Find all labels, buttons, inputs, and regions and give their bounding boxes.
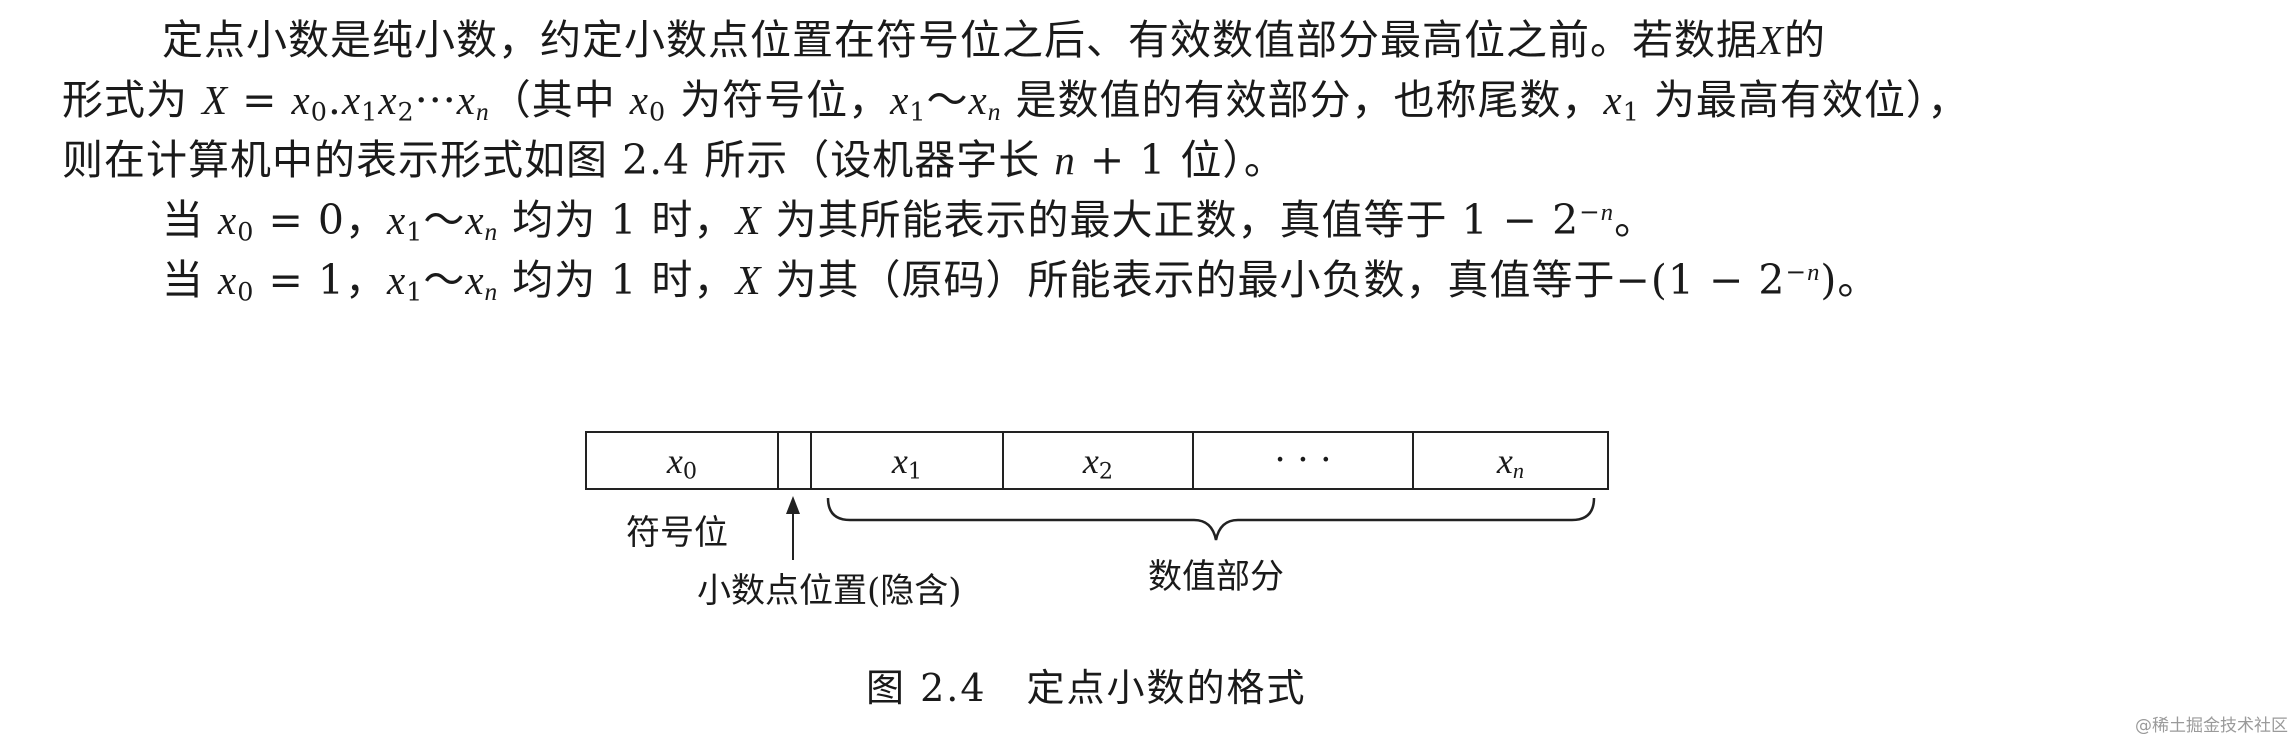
exp-neg-n-5: −n	[1785, 257, 1821, 287]
line4-a: 当	[162, 196, 204, 244]
figure-caption: 图 2.4 定点小数的格式	[866, 666, 1307, 710]
paragraph-line-1: 定点小数是纯小数，约定小数点位置在符号位之后、有效数值部分最高位之前。若数据X的	[162, 14, 1826, 66]
value-part-label: 数值部分	[1148, 557, 1284, 597]
var-x1: x1	[1603, 77, 1640, 127]
line4-b: = 0，	[268, 196, 387, 244]
var-x-5: X	[735, 257, 762, 303]
paragraph-line-3: 则在计算机中的表示形式如图 2.4 所示（设机器字长 n + 1 位）。	[62, 134, 1286, 186]
line2-c: 为符号位，	[680, 76, 891, 124]
line2-b: （其中	[489, 76, 616, 124]
sign-bit-label: 符号位	[626, 513, 728, 553]
var-x0: x0	[629, 77, 667, 127]
exp-neg-n-4: −n	[1579, 197, 1615, 227]
line5-e: )。	[1820, 256, 1880, 304]
line1-text: 定点小数是纯小数，约定小数点位置在符号位之后、有效数值部分最高位之前。若数据	[162, 16, 1758, 64]
var-x0-4: x0	[218, 197, 255, 247]
line4-e: 。	[1614, 196, 1657, 244]
line1-end: 的	[1784, 16, 1827, 64]
range-4: x1～xn	[386, 196, 499, 247]
line5-d: 为其（原码）所能表示的最小负数，真值等于−(1 − 2	[775, 256, 1786, 304]
line5-b: = 1，	[268, 256, 387, 304]
line4-d: 为其所能表示的最大正数，真值等于 1 − 2	[775, 196, 1580, 244]
line2-d: 是数值的有效部分，也称尾数，	[1015, 76, 1604, 124]
line4-c: 均为 1 时，	[512, 196, 736, 244]
cell-xn: xn	[1412, 431, 1609, 490]
line5-c: 均为 1 时，	[512, 256, 736, 304]
formula-x-def: X = x0.x1x2···xn	[202, 76, 490, 127]
paragraph-line-4: 当 x0 = 0，x1～xn 均为 1 时，X 为其所能表示的最大正数，真值等于…	[162, 194, 1656, 246]
watermark: @稀土掘金技术社区	[2135, 716, 2288, 736]
value-brace	[826, 497, 1596, 541]
cell-x2: x2	[1002, 431, 1194, 490]
paragraph-line-2: 形式为 X = x0.x1x2···xn（其中 x0 为符号位，x1～xn 是数…	[62, 74, 1969, 126]
line3-a: 则在计算机中的表示形式如图 2.4 所示（设机器字长	[62, 136, 1041, 184]
line5-a: 当	[162, 256, 204, 304]
range-x1-xn: x1～xn	[890, 76, 1002, 127]
range-5: x1～xn	[386, 256, 499, 307]
line2-e: 为最高有效位），	[1653, 76, 1970, 124]
line2-a: 形式为	[62, 76, 188, 124]
line3-b: + 1 位）。	[1089, 136, 1286, 184]
var-n: n	[1054, 137, 1076, 183]
paragraph-line-5: 当 x0 = 1，x1～xn 均为 1 时，X 为其（原码）所能表示的最小负数，…	[162, 254, 1879, 306]
binary-point-label: 小数点位置(隐含)	[697, 571, 962, 611]
var-x0-5: x0	[218, 257, 255, 307]
var-x: X	[1758, 17, 1785, 63]
var-x-4: X	[735, 197, 762, 243]
point-arrow-head	[786, 496, 800, 514]
